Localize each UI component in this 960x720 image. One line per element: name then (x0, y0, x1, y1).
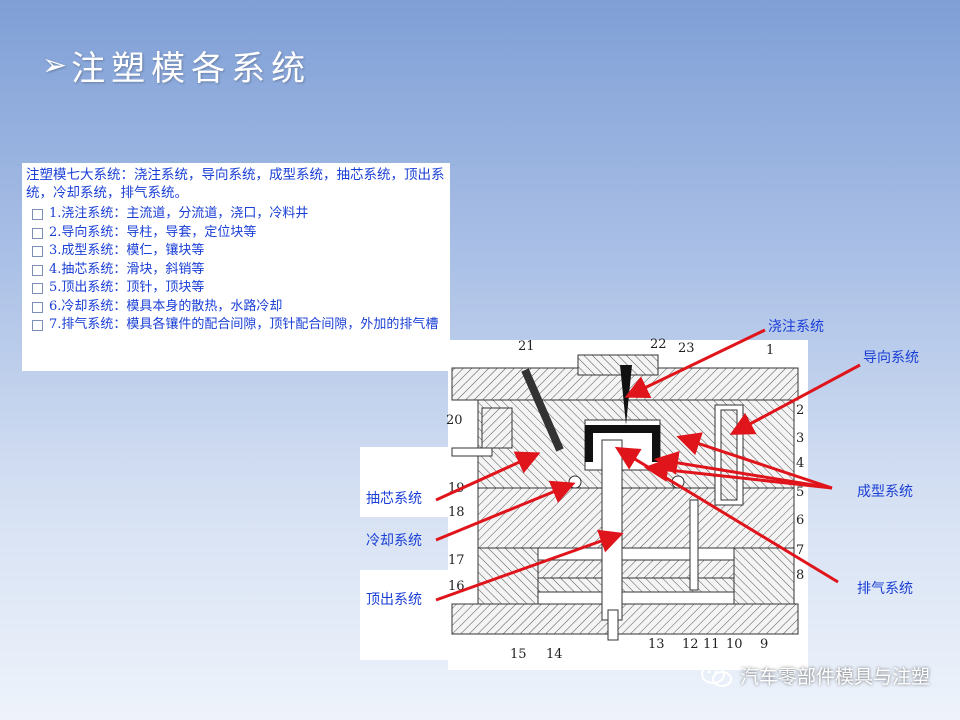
list-item: 5.顶出系统：顶针，顶块等 (32, 279, 446, 298)
angle-pin (521, 368, 564, 452)
arrow-ejection (435, 529, 624, 602)
label-card (360, 447, 450, 517)
list-item: 1.浇注系统：主流道，分流道，浇口，冷料井 (32, 205, 446, 224)
part-number: 20 (446, 413, 463, 428)
part-number: 12 (682, 637, 699, 652)
slider-block (481, 407, 513, 449)
wechat-icon (700, 663, 732, 687)
part-number: 7 (796, 543, 804, 558)
checkbox-bullet-icon (32, 264, 43, 276)
callout-guide-system: 导向系统 (863, 350, 919, 366)
systems-textbox: 注塑模七大系统：浇注系统，导向系统，成型系统，抽芯系统，顶出系统，冷却系统，排气… (22, 163, 450, 371)
part-number: 10 (726, 637, 743, 652)
sprue-bushing (577, 354, 659, 376)
arrow-bullet-icon: ➢ (42, 47, 68, 83)
arrow-forming-1 (676, 432, 833, 490)
label-card (360, 570, 450, 660)
part-number: 11 (703, 637, 720, 652)
spacer-block-left (477, 547, 539, 605)
part-number: 15 (510, 647, 527, 662)
checkbox-bullet-icon (32, 227, 43, 239)
part-number: 22 (650, 337, 667, 352)
list-item: 3.成型系统：模仁，镶块等 (32, 242, 446, 261)
ejector-retainer-plate (537, 559, 735, 579)
checkbox-bullet-icon (32, 246, 43, 257)
side-bolt (451, 447, 493, 457)
checkbox-bullet-icon (32, 320, 43, 331)
spacer-block-right (733, 547, 795, 605)
part-number: 3 (796, 431, 804, 446)
arrow-guide (729, 363, 861, 435)
callout-pour-system: 浇注系统 (768, 319, 824, 335)
part-number: 6 (796, 513, 804, 528)
part-number: 17 (448, 553, 465, 568)
systems-intro: 注塑模七大系统：浇注系统，导向系统，成型系统，抽芯系统，顶出系统，冷却系统，排气… (26, 167, 445, 201)
part-number: 13 (648, 637, 665, 652)
part-number: 21 (518, 339, 535, 354)
callout-cooling-system: 冷却系统 (366, 533, 422, 549)
list-item: 2.导向系统：导柱，导套，定位块等 (32, 224, 446, 243)
arrow-forming-3 (644, 458, 833, 490)
ejector-plate (537, 577, 735, 593)
part-number: 14 (546, 647, 563, 662)
list-item: 4.抽芯系统：滑块，斜销等 (32, 261, 446, 280)
arrow-cooling (435, 480, 576, 542)
part-number: 1 (766, 343, 774, 358)
watermark-text: 汽车零部件模具与注塑 (739, 666, 930, 688)
watermark: 汽车零部件模具与注塑 (700, 662, 930, 689)
callout-ejection-system: 顶出系统 (366, 592, 422, 608)
callout-exhaust-system: 排气系统 (857, 581, 913, 597)
list-item: 6.冷却系统：模具本身的散热，水路冷却 (32, 298, 446, 317)
arrow-core-pull (435, 451, 541, 502)
callout-core-pull-system: 抽芯系统 (366, 491, 422, 507)
moving-mold-plate (477, 487, 795, 549)
part-number: 2 (796, 403, 804, 418)
part-number: 23 (678, 341, 695, 356)
bottom-clamp-plate (451, 603, 799, 635)
checkbox-bullet-icon (32, 283, 43, 294)
part-number: 18 (448, 505, 465, 520)
ejector-core (601, 439, 623, 621)
part-number: 9 (760, 637, 768, 652)
checkbox-bullet-icon (32, 209, 43, 220)
ejector-bolt (607, 609, 619, 641)
ejector-pin (689, 499, 699, 591)
part-number: 5 (796, 485, 804, 500)
mold-diagram: 21 22 23 1 2 3 4 5 6 7 8 9 10 11 12 13 1… (360, 310, 960, 680)
list-item: 7.排气系统：模具各镶件的配合间隙，顶针配合间隙，外加的排气槽 (32, 316, 446, 335)
arrow-exhaust (614, 446, 839, 584)
part-number: 8 (796, 568, 804, 583)
part-number: 4 (796, 456, 804, 471)
checkbox-bullet-icon (32, 301, 43, 313)
slide-title: ➢ 注塑模各系统 (42, 40, 311, 90)
cooling-channel (568, 475, 582, 489)
arrow-forming-2 (654, 451, 833, 490)
slide-title-text: 注塑模各系统 (71, 48, 312, 89)
arrow-pour (624, 328, 766, 399)
callout-forming-system: 成型系统 (857, 484, 913, 500)
